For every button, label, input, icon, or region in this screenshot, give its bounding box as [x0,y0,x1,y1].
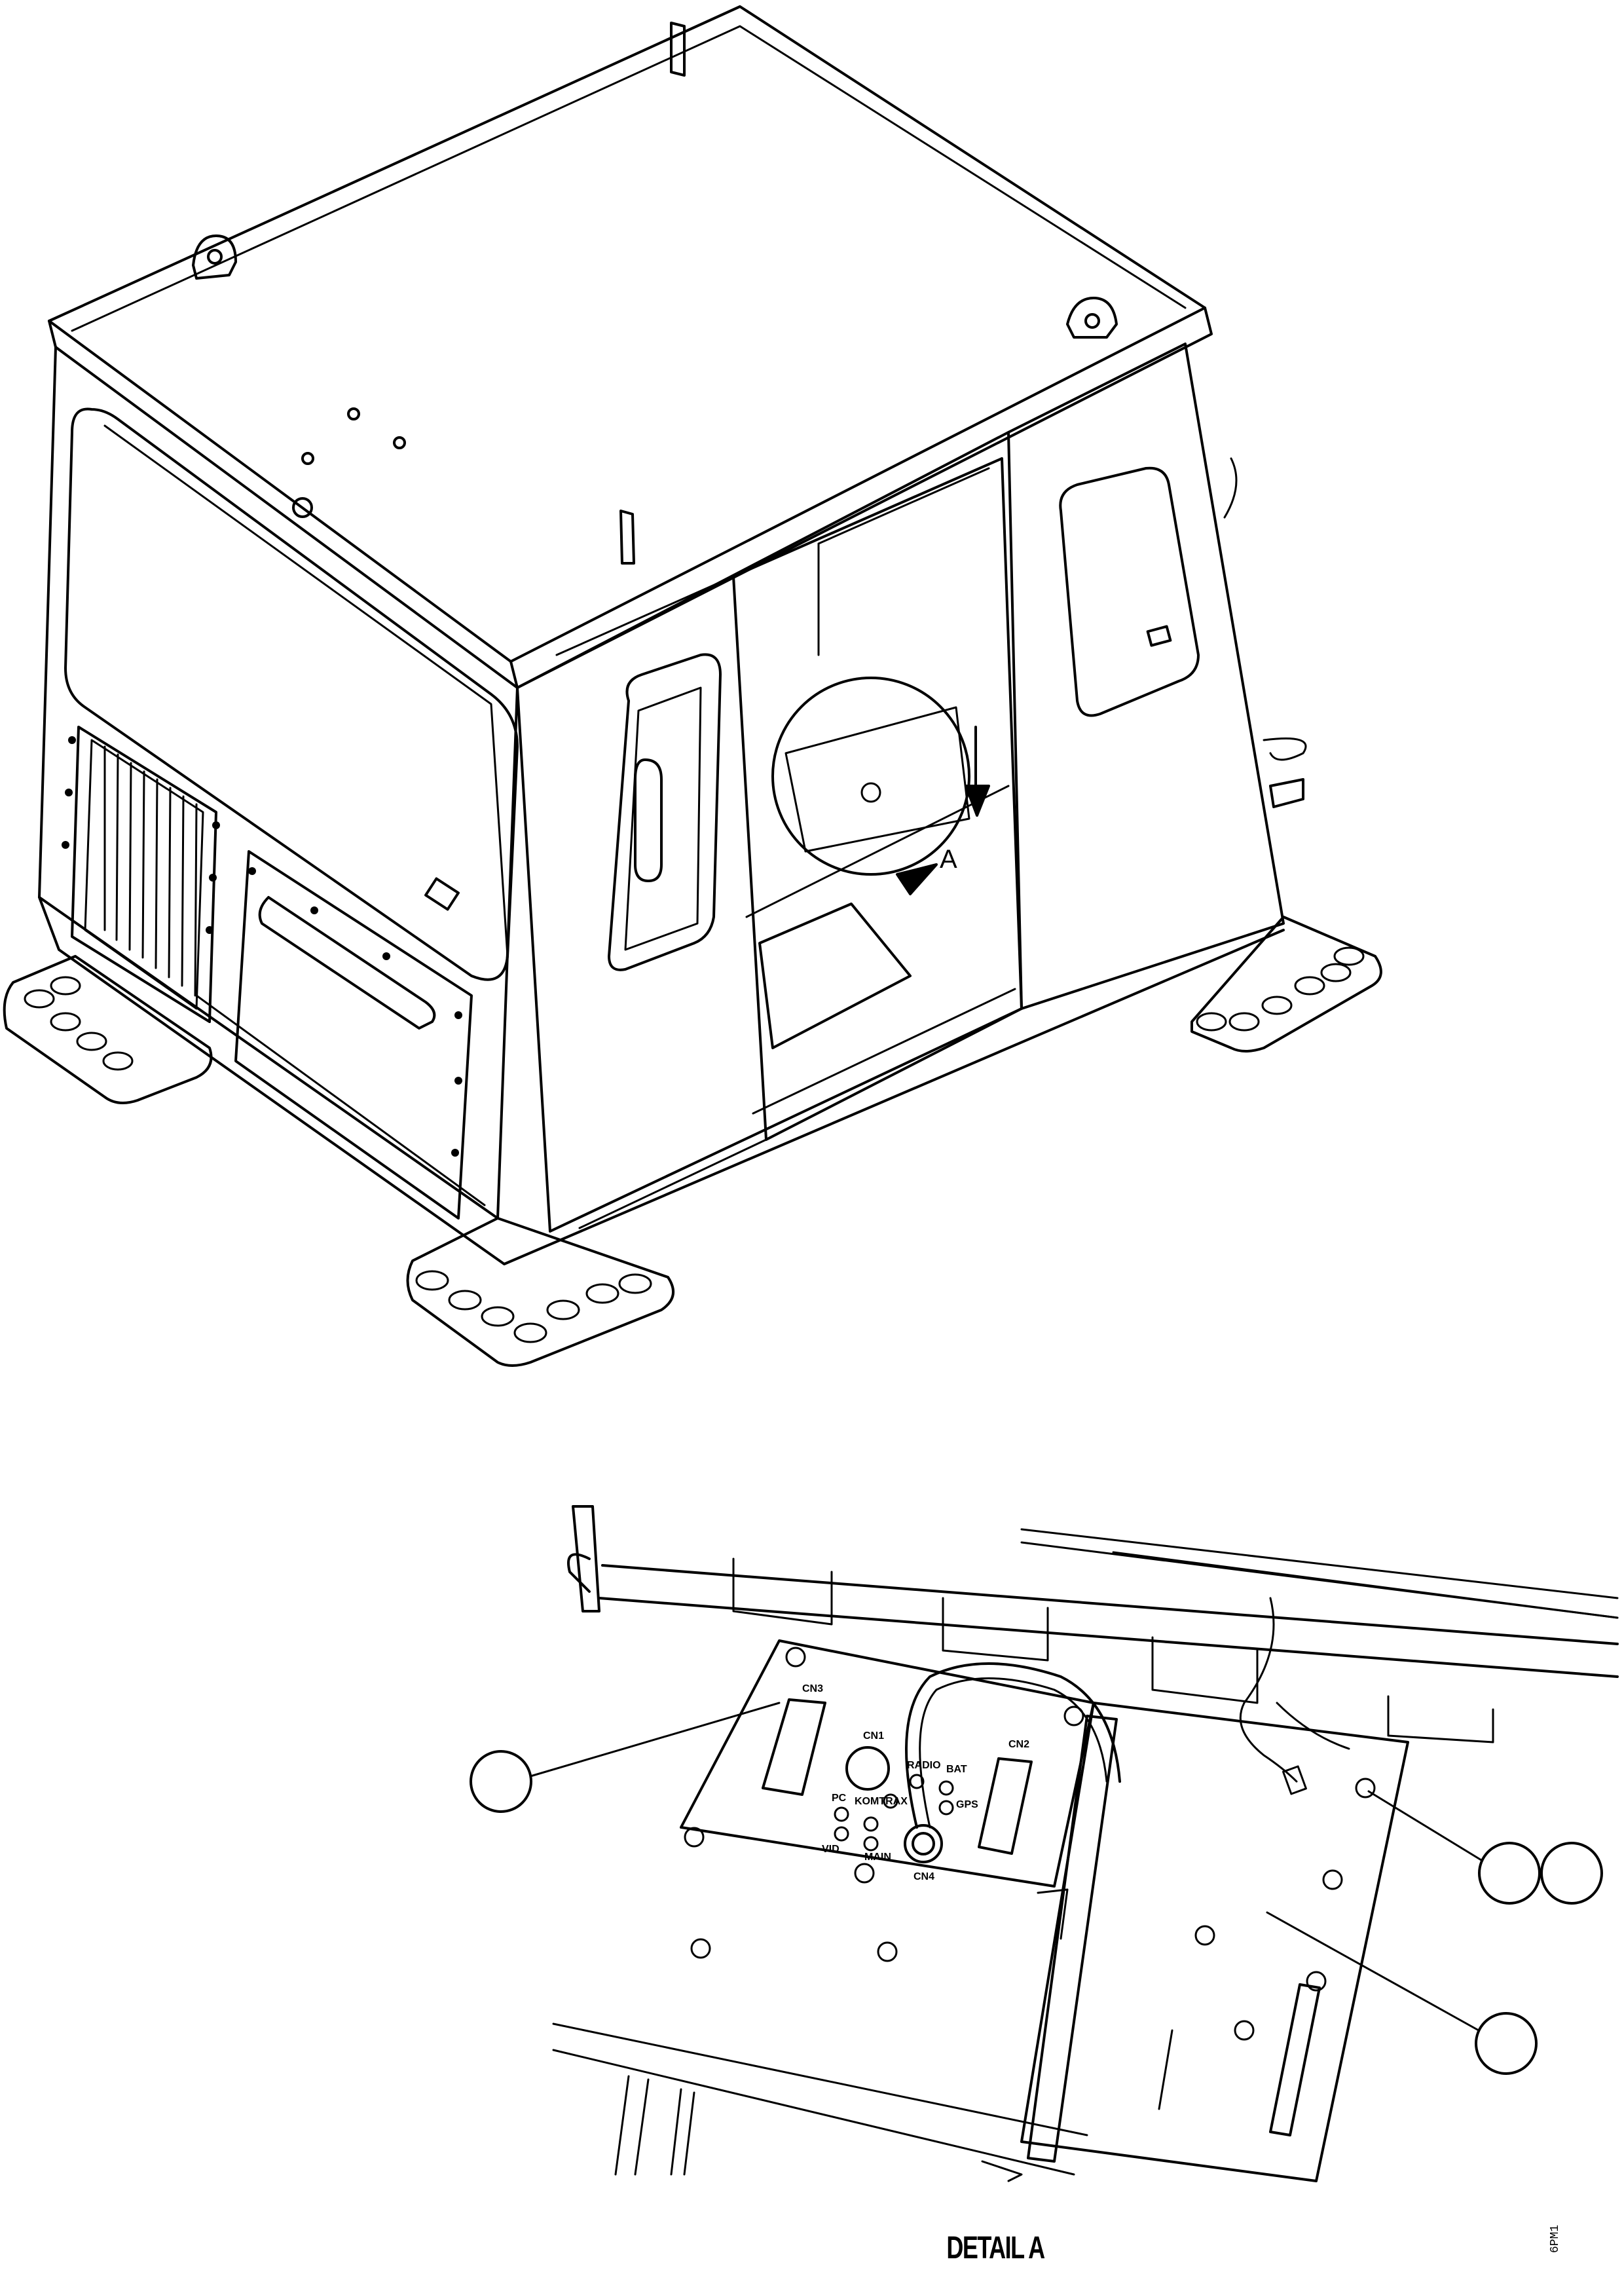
lifting-eye [192,234,237,280]
cn4-connector [904,1824,943,1863]
label-main: MAIN [864,1852,891,1863]
mounting-foot-left [3,955,213,1104]
rear-side-window [1059,466,1200,717]
connector-plug [1282,1765,1307,1795]
access-panel-handle [258,896,436,1030]
detail-a-view: CN3 CN1 CN2 RADIO BAT PC KOMTRAX GPS VID… [470,1505,1619,2182]
callout-right-bracket-1 [1367,1790,1541,1905]
mounting-foot-right [1190,916,1382,1053]
door-window [608,653,722,971]
label-cn2: CN2 [1008,1739,1029,1750]
harness-cable [905,1662,1121,1829]
cn2-cutout [978,1757,1033,1855]
roof-lug [619,510,635,565]
detail-a-arrow-down [965,785,990,817]
access-panel [234,850,473,1220]
cn3-cutout [762,1698,826,1796]
label-cn3: CN3 [802,1683,823,1694]
cable-guides [732,1557,1494,1743]
document-number: 6PM1 [1549,2224,1562,2253]
label-cn4: CN4 [913,1871,934,1882]
label-vid: VID [822,1844,840,1855]
operator-cab: A [3,5,1382,1367]
window-label [424,877,460,911]
vent-louver-panel [71,726,217,1023]
lifting-eye [1066,297,1118,339]
label-pc: PC [832,1793,847,1804]
plate-bolts [684,1647,1376,2041]
window-label [1146,625,1172,647]
cab-left-wall [38,346,519,1220]
callout-right-bracket-2 [1540,1842,1603,1905]
label-komtrax: KOMTRAX [855,1796,908,1807]
left-window [64,407,519,981]
callout-left-plate [470,1702,781,1813]
panel-bolts [62,736,462,1157]
detail-a-arrow-right [896,863,938,895]
connector-panel-plate [680,1639,1095,1888]
panel-lamps [834,1774,954,1852]
cab-right-wall [1007,343,1285,1010]
label-bat: BAT [946,1764,967,1775]
detail-upper-rail [567,1553,591,1593]
cab-door-frame [516,431,1023,1233]
side-bracket [1269,778,1304,808]
bracket-slot [1269,1983,1321,2136]
mounting-foot-front [406,1217,674,1367]
cab-base-frame [38,896,1285,1265]
interior-floor-plate [758,903,912,1049]
label-gps: GPS [956,1799,978,1810]
detail-a-indicator: A [771,677,990,895]
detail-a-letter: A [940,845,957,874]
roof-lug [670,22,686,77]
label-cn1: CN1 [863,1730,884,1742]
detail-caption: DETAIL A [946,2231,1045,2265]
cable-strap [1027,1715,1118,2163]
callout-floor-plate [1266,1911,1538,2075]
cn1-blank [845,1746,890,1791]
door-handle [634,758,663,882]
label-radio: RADIO [907,1760,941,1771]
